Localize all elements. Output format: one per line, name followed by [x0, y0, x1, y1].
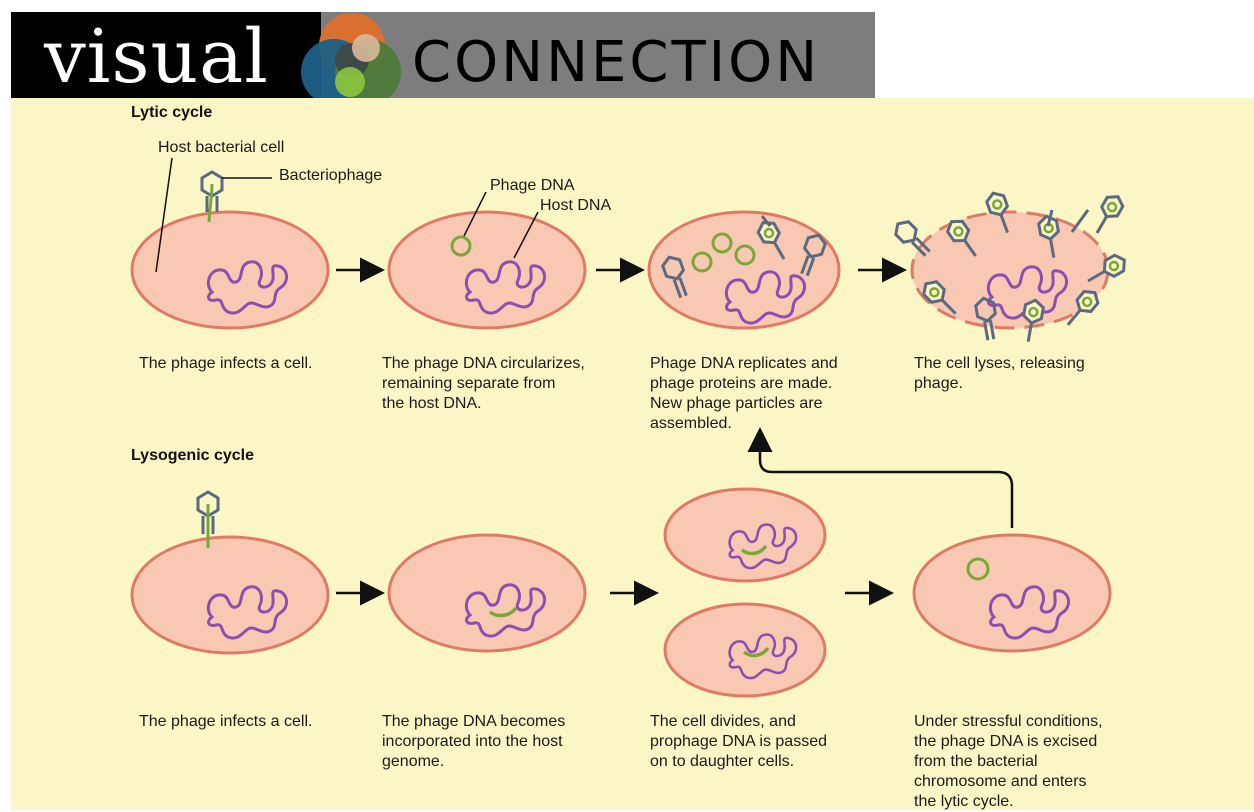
lysogenic-caption-2: The phage DNA becomes incorporated into … [382, 712, 632, 772]
phage-dna-label: Phage DNA [490, 177, 575, 195]
host-dna-label: Host DNA [540, 197, 611, 215]
lysogenic-caption-3: The cell divides, and prophage DNA is pa… [650, 712, 890, 772]
lysogenic-cell-4 [914, 535, 1110, 651]
lysogenic-daughter-cell-top [665, 489, 825, 581]
lytic-caption-2: The phage DNA circularizes, remaining se… [382, 354, 632, 414]
lytic-cell-3 [649, 212, 839, 328]
host-cell-label: Host bacterial cell [158, 139, 284, 157]
lytic-cycle-title: Lytic cycle [131, 104, 212, 122]
bacteriophage-label: Bacteriophage [279, 167, 382, 185]
lytic-caption-4: The cell lyses, releasing phage. [914, 354, 1154, 394]
lytic-caption-3: Phage DNA replicates and phage proteins … [650, 354, 890, 434]
lysogenic-cell-1 [132, 492, 328, 653]
lytic-caption-1: The phage infects a cell. [139, 354, 369, 374]
lysogenic-daughter-cell-bottom [665, 604, 825, 696]
lysogenic-caption-1: The phage infects a cell. [139, 712, 369, 732]
lysogenic-caption-4: Under stressful conditions, the phage DN… [914, 712, 1154, 812]
lysogenic-cell-2 [389, 535, 585, 651]
lysogenic-cycle-title: Lysogenic cycle [131, 447, 254, 465]
lytic-cell-4 [891, 190, 1128, 343]
lytic-cell-1 [132, 172, 328, 328]
lytic-cell-2 [389, 212, 585, 328]
